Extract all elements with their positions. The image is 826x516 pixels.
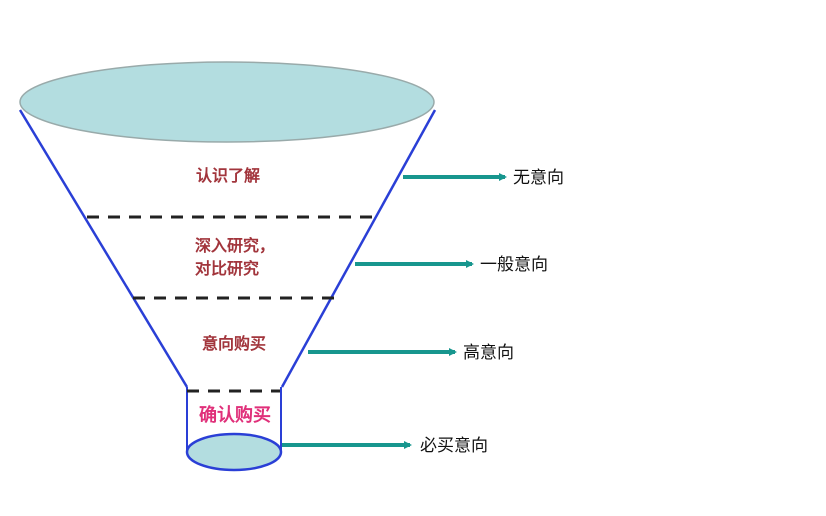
stage-label-awareness: 认识了解 <box>196 166 260 185</box>
funnel-top-ellipse <box>19 61 435 143</box>
funnel-right-edge <box>280 109 437 388</box>
stage-label-confirm: 确认购买 <box>199 404 271 426</box>
intent-label-must-buy: 必买意向 <box>420 436 488 456</box>
intent-label-none: 无意向 <box>513 168 564 188</box>
funnel-left-edge <box>18 109 189 388</box>
funnel-bottom-ellipse <box>185 432 283 472</box>
stage-label-intent: 意向购买 <box>202 334 266 353</box>
stage-label-research-2: 对比研究 <box>195 259 259 278</box>
intent-label-high: 高意向 <box>463 343 514 363</box>
intent-label-general: 一般意向 <box>480 255 548 275</box>
stage-label-research-1: 深入研究， <box>195 236 275 255</box>
